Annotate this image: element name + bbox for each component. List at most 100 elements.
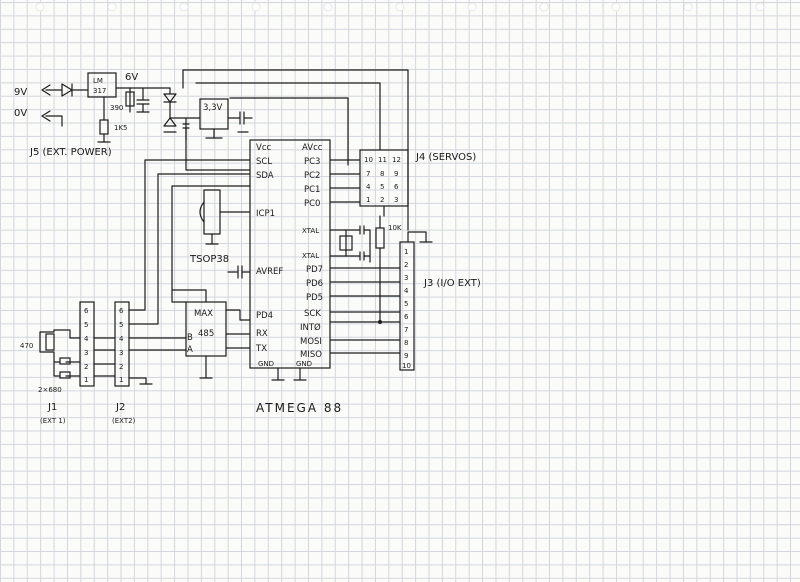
j2-pin-6: 6 — [119, 307, 124, 315]
resistor-1k5 — [99, 119, 109, 135]
j3-signal-wires — [329, 267, 401, 354]
pin-avref: AVREF — [256, 267, 283, 277]
scl-wire — [128, 159, 251, 311]
resistor-390 — [125, 91, 135, 107]
j2-pin-4: 4 — [119, 335, 124, 343]
max485-mcu-wires — [225, 309, 251, 349]
j3-pin-10: 10 — [402, 362, 411, 370]
tsop38-lens — [199, 201, 205, 223]
j4-pin-10: 10 — [364, 156, 373, 164]
j4-pin-8: 8 — [380, 170, 384, 178]
tsop38-sensor: TSOP38 — [189, 189, 251, 265]
tsop38-wires — [205, 211, 251, 245]
r10k — [375, 227, 385, 249]
pin-pc2: PC2 — [304, 171, 320, 181]
j2-label: J2 — [115, 402, 125, 413]
aux-left-wire — [171, 185, 251, 291]
chip-title: ATMEGA 88 — [256, 401, 343, 415]
r10k-label: 10K — [388, 224, 402, 232]
j4-pin-9: 9 — [394, 170, 398, 178]
tsop38-label: TSOP38 — [189, 254, 229, 265]
max485-power-wires — [171, 289, 213, 379]
pin-icp1: ICP1 — [256, 209, 275, 219]
j4-servo-header: 10 11 12 7 8 9 4 5 6 1 2 3 J4 (SERVOS) — [329, 149, 476, 217]
pin-pd4: PD4 — [256, 311, 273, 321]
atmega88-chip: Vcc SCL SDA ICP1 AVREF PD4 RX TX GND AVc… — [249, 139, 343, 415]
input-0v-arrow — [41, 110, 63, 127]
pin-pd7: PD7 — [306, 265, 323, 275]
ground-1k5 — [97, 133, 111, 143]
j5-label: J5 (EXT. POWER) — [29, 147, 112, 158]
diode-upper — [163, 87, 177, 119]
pullup-10k: 10K — [375, 215, 402, 324]
pin-xtal2: XTAL — [302, 252, 319, 260]
pin-xtal1: XTAL — [302, 227, 319, 235]
j4-pin-1: 1 — [366, 196, 370, 204]
j3-pin-6: 6 — [404, 313, 409, 321]
j2-sub-label: (EXT2) — [112, 417, 136, 425]
j1-body — [79, 301, 95, 387]
j4-pin-6: 6 — [394, 183, 399, 191]
pin-sda: SDA — [256, 171, 274, 181]
label-0v: 0V — [14, 108, 27, 119]
j3-body — [399, 241, 415, 371]
crystal-capacitors — [345, 225, 371, 263]
j3-pin-1: 1 — [404, 248, 408, 256]
j4-pin-3: 3 — [394, 196, 398, 204]
j1-header: 6 5 4 3 2 1 J1 (EXT 1) 470 2×680 — [20, 301, 116, 425]
j1-pin-4: 4 — [84, 335, 89, 343]
max485-pin-b: B — [187, 333, 193, 343]
j2-pin-5: 5 — [119, 321, 123, 329]
crystal-wires — [329, 229, 347, 257]
j1-sub-label: (EXT 1) — [40, 417, 66, 425]
j1-pin-5: 5 — [84, 321, 88, 329]
max485-name-1: MAX — [194, 309, 213, 319]
pin-vcc: Vcc — [256, 143, 271, 153]
j3-pin-5: 5 — [404, 300, 408, 308]
pin-sck: SCK — [304, 309, 321, 319]
servo-rail-wire — [195, 82, 381, 151]
pin-gnd-right: GND — [296, 360, 312, 368]
j4-pin-2: 2 — [380, 196, 384, 204]
pin-pd6: PD6 — [306, 279, 323, 289]
input-9v-arrow — [41, 84, 63, 96]
avref-capacitor — [227, 265, 251, 279]
regulator-3v3-wiring — [205, 111, 253, 139]
power-section: 9V 0V LM 317 6V 390 1K5 3,3V J5 (EXT. PO… — [14, 72, 253, 171]
label-6v: 6V — [125, 72, 138, 83]
pin-rx: RX — [256, 329, 268, 339]
j4-pin-11: 11 — [378, 156, 387, 164]
j3-io-header: 1 2 3 4 5 6 7 8 9 10 J3 (I/O EXT) — [329, 231, 481, 371]
j1-pin-6: 6 — [84, 307, 89, 315]
pin-scl: SCL — [256, 157, 272, 167]
j4-pin-4: 4 — [366, 183, 371, 191]
j3-pin-7: 7 — [404, 326, 408, 334]
max485-pin-a: A — [187, 345, 193, 355]
label-390: 390 — [110, 104, 123, 112]
lm317-regulator — [87, 72, 117, 98]
j1-termination-wires — [39, 329, 81, 377]
j2-pin-3: 3 — [119, 349, 123, 357]
label-3v3: 3,3V — [203, 103, 223, 113]
pin-pc0: PC0 — [304, 199, 320, 209]
j1-j2-link-wires — [93, 337, 116, 377]
rs485-bus-wires — [128, 337, 187, 351]
label-9v: 9V — [14, 87, 27, 98]
pin-avcc: AVcc — [302, 143, 323, 153]
crystal — [339, 235, 353, 251]
max485-name-2: 485 — [198, 329, 214, 339]
pin-pc3: PC3 — [304, 157, 320, 167]
j4-pc-wires — [329, 159, 361, 203]
j3-pin-9: 9 — [404, 352, 408, 360]
crystal-section — [329, 225, 371, 263]
pin-mosi: MOSI — [300, 337, 322, 347]
pin-miso: MISO — [300, 350, 322, 360]
j1-label: J1 — [47, 402, 57, 413]
j3-pin-2: 2 — [404, 261, 408, 269]
j2-header: 6 5 4 3 2 1 J2 (EXT2) — [112, 301, 153, 425]
pin-gnd-left: GND — [258, 360, 274, 368]
resistor-470 — [45, 333, 55, 351]
j4-pin-7: 7 — [366, 170, 370, 178]
